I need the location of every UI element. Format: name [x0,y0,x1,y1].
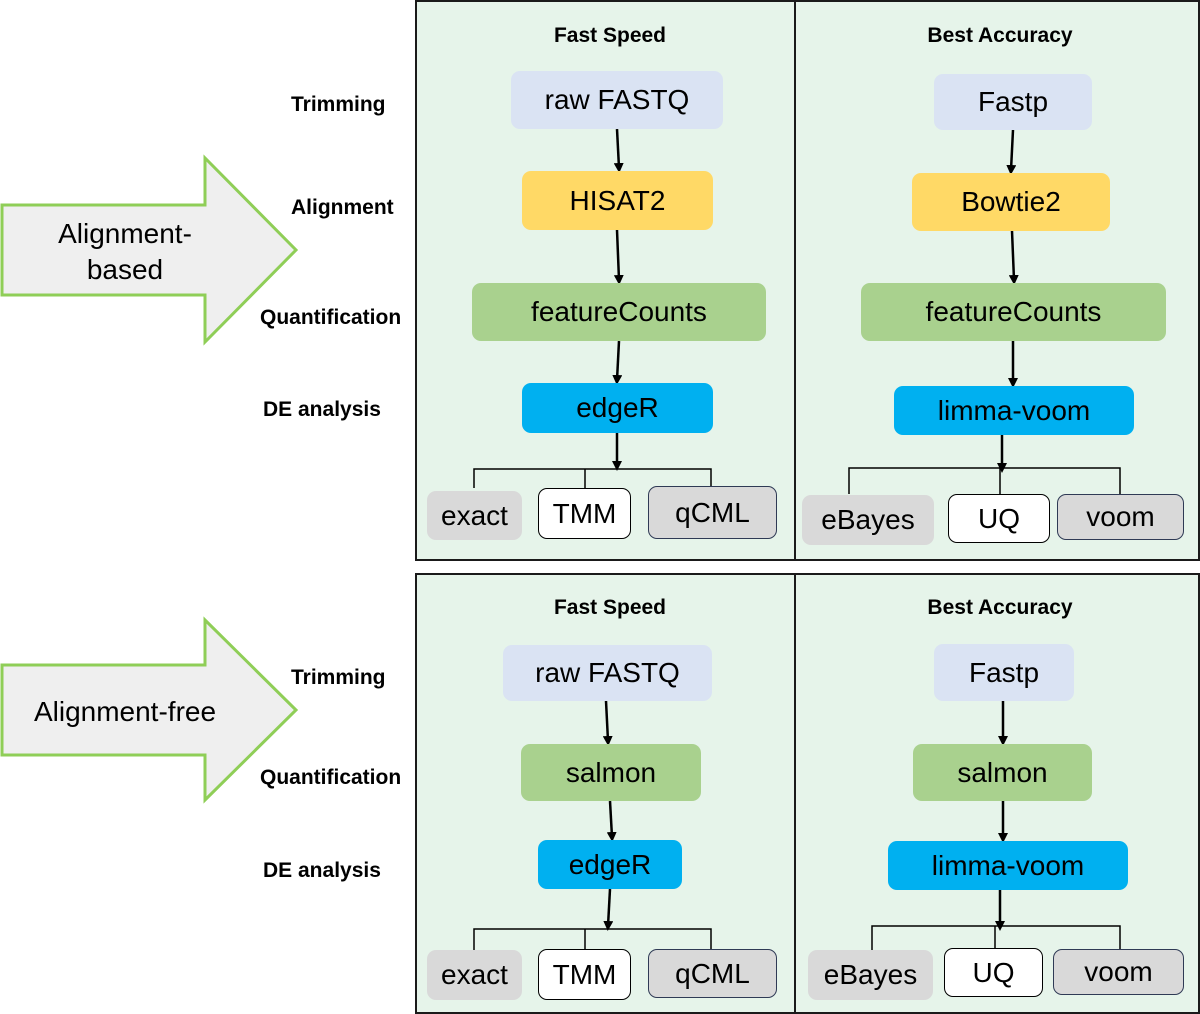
node-method-voom: voom [1057,494,1184,540]
node-method-tmm: TMM [538,949,631,1000]
node-quantification-tool: featureCounts [861,283,1166,341]
column-title-fast-speed: Fast Speed [553,24,667,47]
node-method-ebayes: eBayes [802,495,934,545]
step-label-trimming: Trimming [291,666,386,689]
flow-arrow [1008,230,1019,285]
node-method-exact: exact [427,491,522,540]
step-label-quantification: Quantification [260,766,402,789]
node-alignment-tool: HISAT2 [522,171,713,230]
flow-arrow [1006,129,1017,175]
alignment-based-label: Alignment- based [30,216,220,288]
alignment-based-label-line1: Alignment- [58,218,192,249]
node-method-qcml: qCML [648,486,777,539]
node-alignment-tool: Bowtie2 [912,173,1110,231]
column-title-best-accuracy: Best Accuracy [927,596,1073,619]
node-method-uq: UQ [944,948,1043,997]
node-de-tool: limma-voom [888,841,1128,890]
column-title-fast-speed: Fast Speed [553,596,667,619]
node-method-voom: voom [1053,949,1184,995]
node-quantification-tool: salmon [913,744,1092,801]
step-label-alignment: Alignment [291,196,394,219]
alignment-based-label-line2: based [86,254,164,285]
branch-connector [848,467,1121,494]
node-de-tool: limma-voom [894,386,1134,435]
alignment-based-arrow-shape [0,154,299,346]
step-label-de-analysis: DE analysis [263,859,381,882]
flow-arrow [613,229,624,285]
node-method-tmm: TMM [538,488,631,539]
node-method-ebayes: eBayes [808,950,933,1000]
node-de-tool: edgeR [538,840,682,889]
alignment-free-label: Alignment-free [33,696,217,727]
step-label-de-analysis: DE analysis [263,398,381,421]
node-trimming-tool: Fastp [934,74,1092,130]
flow-arrow [612,340,623,385]
flow-arrow [602,700,613,746]
branch-connector [871,925,1121,950]
node-method-uq: UQ [948,494,1050,543]
node-method-qcml: qCML [648,949,777,998]
flow-arrow [613,128,624,173]
node-trimming-tool: raw FASTQ [503,645,712,701]
branch-connector [473,468,712,488]
step-label-quantification: Quantification [260,306,402,329]
flow-arrow [603,888,614,931]
node-de-tool: edgeR [522,383,713,433]
branch-connector [473,928,712,950]
flow-arrow [606,800,617,842]
node-quantification-tool: salmon [521,744,701,801]
column-title-best-accuracy: Best Accuracy [927,24,1073,47]
node-trimming-tool: raw FASTQ [511,71,723,129]
alignment-free-arrow-shape [0,616,299,804]
node-trimming-tool: Fastp [934,644,1074,701]
step-label-trimming: Trimming [291,93,386,116]
node-method-exact: exact [427,950,522,1000]
node-quantification-tool: featureCounts [472,283,766,341]
